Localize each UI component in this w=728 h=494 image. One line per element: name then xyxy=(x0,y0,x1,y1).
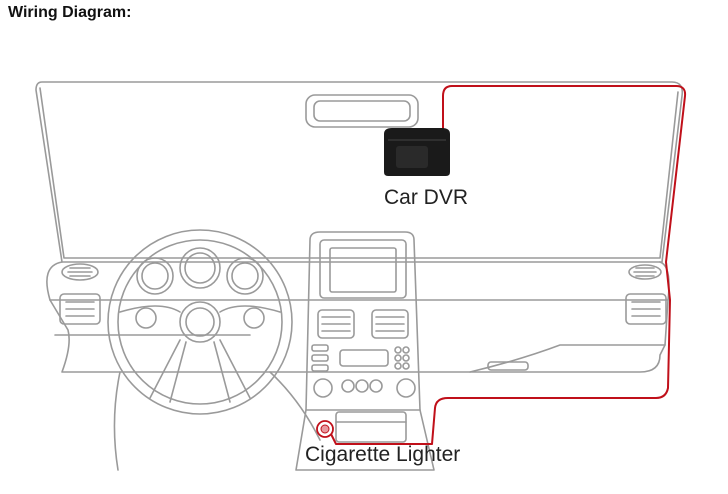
car-dvr-label: Car DVR xyxy=(384,186,469,209)
windshield-inner xyxy=(39,87,679,259)
right-air-vent xyxy=(625,293,667,325)
glovebox-handle xyxy=(487,361,529,371)
dashboard-top xyxy=(46,261,670,373)
steering-wheel-icon xyxy=(107,229,293,415)
diagram-title: Wiring Diagram: xyxy=(8,4,132,21)
cigarette-lighter-label: Cigarette Lighter xyxy=(305,443,461,466)
car-dvr-device-icon xyxy=(384,128,450,176)
windshield-frame xyxy=(35,81,684,263)
right-speaker xyxy=(628,264,662,280)
center-console xyxy=(295,231,435,471)
cigarette-lighter-socket-icon xyxy=(316,420,334,438)
power-wire xyxy=(329,85,687,445)
air-vent-icon xyxy=(59,293,101,325)
rearview-mirror-icon xyxy=(305,94,419,128)
left-speaker xyxy=(61,263,99,281)
